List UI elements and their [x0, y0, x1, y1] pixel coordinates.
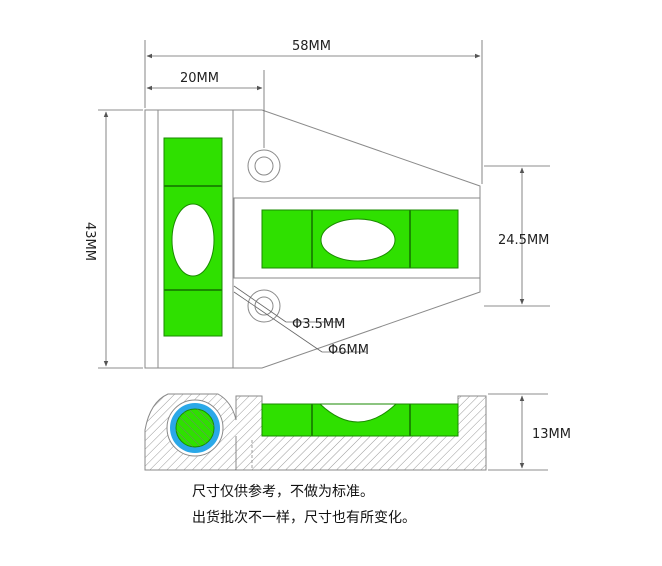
- dim-label-hole-large: Φ6MM: [328, 343, 369, 358]
- side-view: [144, 393, 487, 471]
- dim-label-hole-small: Φ3.5MM: [292, 317, 345, 332]
- dim-thickness: [488, 393, 548, 471]
- horizontal-bubble: [320, 218, 396, 262]
- dim-vial-offset: [146, 70, 265, 148]
- dim-height: [98, 109, 143, 369]
- dim-label-24-5: 24.5MM: [498, 233, 549, 248]
- dim-total-width: [144, 40, 483, 184]
- vertical-vial: [163, 137, 223, 337]
- hole-bottom-outer: [247, 289, 281, 323]
- top-view: [144, 109, 481, 369]
- dim-vial-spacing: [484, 165, 550, 307]
- dim-label-58: 58MM: [292, 39, 331, 54]
- note-line-1: 尺寸仅供参考，不做为标准。: [192, 484, 374, 500]
- dim-label-43: 43MM: [82, 222, 97, 261]
- note-line-2: 出货批次不一样，尺寸也有所变化。: [192, 510, 416, 526]
- hole-top-inner: [254, 156, 274, 176]
- left-body: [144, 109, 234, 369]
- right-slot: [233, 197, 481, 279]
- top-edge: [233, 109, 481, 198]
- side-bubble: [318, 403, 398, 423]
- dim-label-13: 13MM: [532, 427, 571, 442]
- vertical-bubble: [171, 203, 215, 277]
- bottom-edge: [233, 278, 481, 369]
- hole-top-outer: [247, 149, 281, 183]
- dim-label-20: 20MM: [180, 71, 219, 86]
- horizontal-vial: [261, 209, 459, 269]
- hole-leaders: [233, 285, 366, 353]
